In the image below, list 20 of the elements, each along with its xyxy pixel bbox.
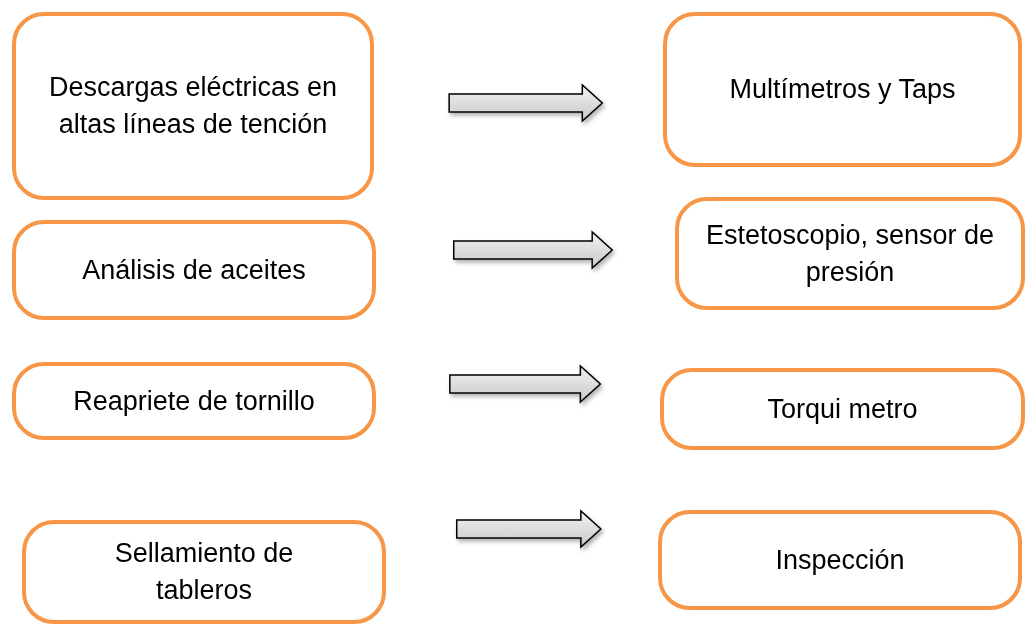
rounded-box <box>660 368 1025 450</box>
block-arrow <box>453 230 614 270</box>
rounded-box <box>663 12 1022 167</box>
rounded-box <box>12 220 376 320</box>
block-arrow <box>448 83 604 123</box>
rounded-box <box>12 12 374 200</box>
box-label: Descargas eléctricas en altas líneas de tención <box>48 71 338 141</box>
block-arrow <box>449 364 602 404</box>
box-label: Sellamiento de tableros <box>113 537 295 607</box>
box-label: Estetoscopio, sensor de presión <box>704 218 996 289</box>
box-label: Análisis de aceites <box>82 253 306 287</box>
rounded-box <box>22 520 386 624</box>
box-label: Inspección <box>775 543 905 577</box>
rounded-box <box>12 362 376 440</box>
box-label: Multímetros y Taps <box>729 73 956 106</box>
rounded-box <box>658 510 1022 610</box>
box-label: Reapriete de tornillo <box>73 384 315 418</box>
rounded-box <box>675 197 1025 310</box>
box-label: Torqui metro <box>767 392 918 426</box>
block-arrow <box>455 509 602 549</box>
